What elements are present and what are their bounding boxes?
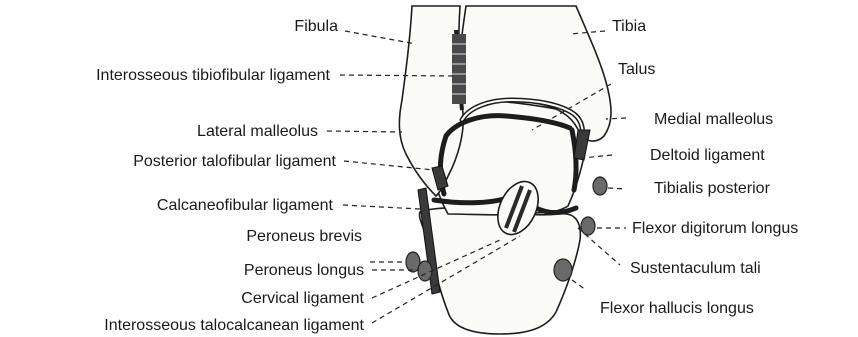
label-medial-malleolus: Medial malleolus: [654, 111, 773, 128]
label-calcaneofibular-ligament: Calcaneofibular ligament: [157, 197, 334, 214]
label-talus: Talus: [618, 61, 655, 78]
label-interosseous-tibiofibular-ligament: Interosseous tibiofibular ligament: [96, 67, 330, 84]
label-tibialis-posterior: Tibialis posterior: [654, 180, 771, 197]
flexor-hallucis-longus-tendon: [554, 259, 572, 281]
label-interosseous-talocalcanean-ligament: Interosseous talocalcanean ligament: [104, 317, 364, 334]
interosseous-tibiofibular-ligament-shape: [452, 34, 466, 104]
label-deltoid-ligament: Deltoid ligament: [650, 147, 765, 164]
flexor-digitorum-longus-tendon: [581, 217, 595, 235]
label-cervical-ligament: Cervical ligament: [241, 290, 364, 307]
label-fibula: Fibula: [294, 18, 338, 35]
label-tibia: Tibia: [612, 18, 646, 35]
label-flexor-hallucis-longus: Flexor hallucis longus: [600, 300, 754, 317]
label-peroneus-brevis: Peroneus brevis: [246, 228, 362, 245]
label-posterior-talofibular-ligament: Posterior talofibular ligament: [133, 153, 336, 170]
label-peroneus-longus: Peroneus longus: [244, 262, 364, 279]
peroneus-longus-tendon: [418, 261, 432, 281]
tibialis-posterior-tendon: [593, 177, 607, 195]
label-flexor-digitorum-longus: Flexor digitorum longus: [632, 220, 798, 237]
label-lateral-malleolus: Lateral malleolus: [197, 123, 318, 140]
label-sustentaculum-tali: Sustentaculum tali: [630, 260, 761, 277]
